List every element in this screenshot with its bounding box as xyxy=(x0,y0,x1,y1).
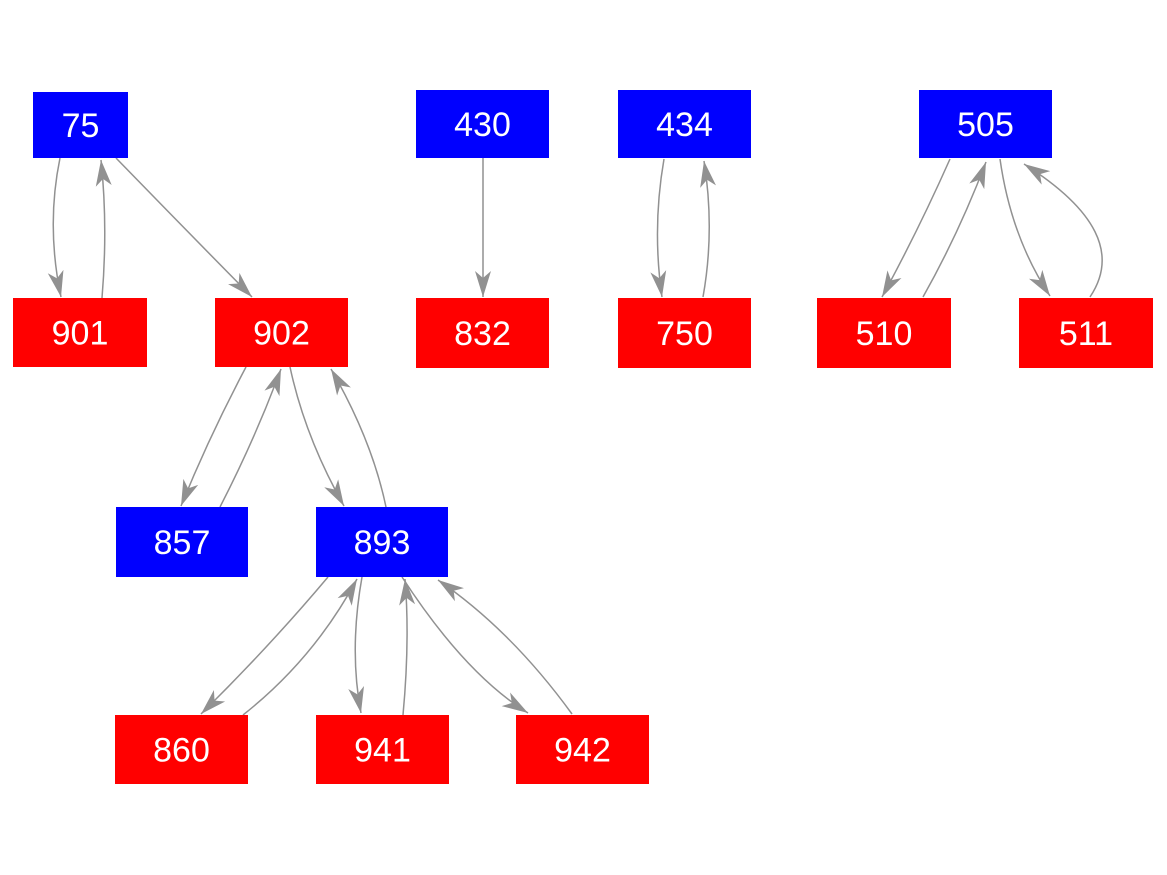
edge-layer xyxy=(47,157,1103,716)
node-750: 750 xyxy=(618,298,751,368)
edge-893-to-942 xyxy=(401,576,529,714)
edge-902-to-893 xyxy=(289,366,345,507)
node-box-893 xyxy=(316,507,448,577)
node-box-750 xyxy=(618,298,751,368)
node-label-430: 430 xyxy=(454,106,511,144)
node-layer: 75 430 434 505 901 902 832 750 510 511 857 893 860 94… xyxy=(13,90,1153,784)
edge-75-to-902 xyxy=(115,157,253,298)
node-box-941 xyxy=(316,715,449,784)
node-label-860: 860 xyxy=(153,732,210,770)
node-510: 510 xyxy=(817,298,951,368)
edge-860-to-893 xyxy=(242,578,358,716)
node-label-505: 505 xyxy=(957,106,1014,144)
node-75: 75 xyxy=(33,92,128,158)
node-label-941: 941 xyxy=(354,732,411,770)
node-box-902 xyxy=(215,298,348,367)
edge-942-to-893 xyxy=(437,579,573,715)
node-box-430 xyxy=(416,90,549,158)
edge-857-to-902 xyxy=(219,368,282,508)
node-box-434 xyxy=(618,90,751,158)
node-label-942: 942 xyxy=(554,732,611,770)
node-857: 857 xyxy=(116,507,248,577)
node-label-893: 893 xyxy=(354,524,411,562)
node-941: 941 xyxy=(316,715,449,784)
node-505: 505 xyxy=(919,90,1052,158)
node-942: 942 xyxy=(516,715,649,784)
node-label-510: 510 xyxy=(856,315,913,353)
edge-505-to-510 xyxy=(881,158,951,298)
node-434: 434 xyxy=(618,90,751,158)
node-box-857 xyxy=(116,507,248,577)
node-label-511: 511 xyxy=(1059,315,1113,353)
node-label-750: 750 xyxy=(656,315,713,353)
node-box-942 xyxy=(516,715,649,784)
edge-511-to-505 xyxy=(1023,163,1103,298)
node-511: 511 xyxy=(1019,298,1153,368)
node-893: 893 xyxy=(316,507,448,577)
edge-893-to-902 xyxy=(330,368,387,508)
node-label-902: 902 xyxy=(253,315,310,353)
node-430: 430 xyxy=(416,90,549,158)
edge-505-to-511 xyxy=(999,158,1051,297)
node-box-505 xyxy=(919,90,1052,158)
node-label-901: 901 xyxy=(52,315,109,353)
edge-750-to-434 xyxy=(700,160,716,298)
edge-510-to-505 xyxy=(922,161,987,298)
node-box-510 xyxy=(817,298,951,368)
node-box-75 xyxy=(33,92,128,158)
edge-901-to-75 xyxy=(95,159,112,299)
edge-941-to-893 xyxy=(399,578,416,716)
edge-893-to-860 xyxy=(200,576,329,715)
node-box-511 xyxy=(1019,298,1153,368)
node-box-860 xyxy=(115,715,248,784)
node-box-901 xyxy=(13,298,147,367)
node-label-857: 857 xyxy=(154,524,211,562)
node-902: 902 xyxy=(215,298,348,367)
node-label-75: 75 xyxy=(62,107,100,145)
edge-893-to-941 xyxy=(348,576,364,714)
node-901: 901 xyxy=(13,298,147,367)
node-832: 832 xyxy=(416,298,549,368)
node-label-434: 434 xyxy=(656,106,713,144)
edge-434-to-750 xyxy=(650,158,667,298)
edge-902-to-857 xyxy=(180,366,247,507)
node-label-832: 832 xyxy=(454,315,511,353)
edge-75-to-901 xyxy=(47,157,64,298)
node-box-832 xyxy=(416,298,549,368)
node-860: 860 xyxy=(115,715,248,784)
